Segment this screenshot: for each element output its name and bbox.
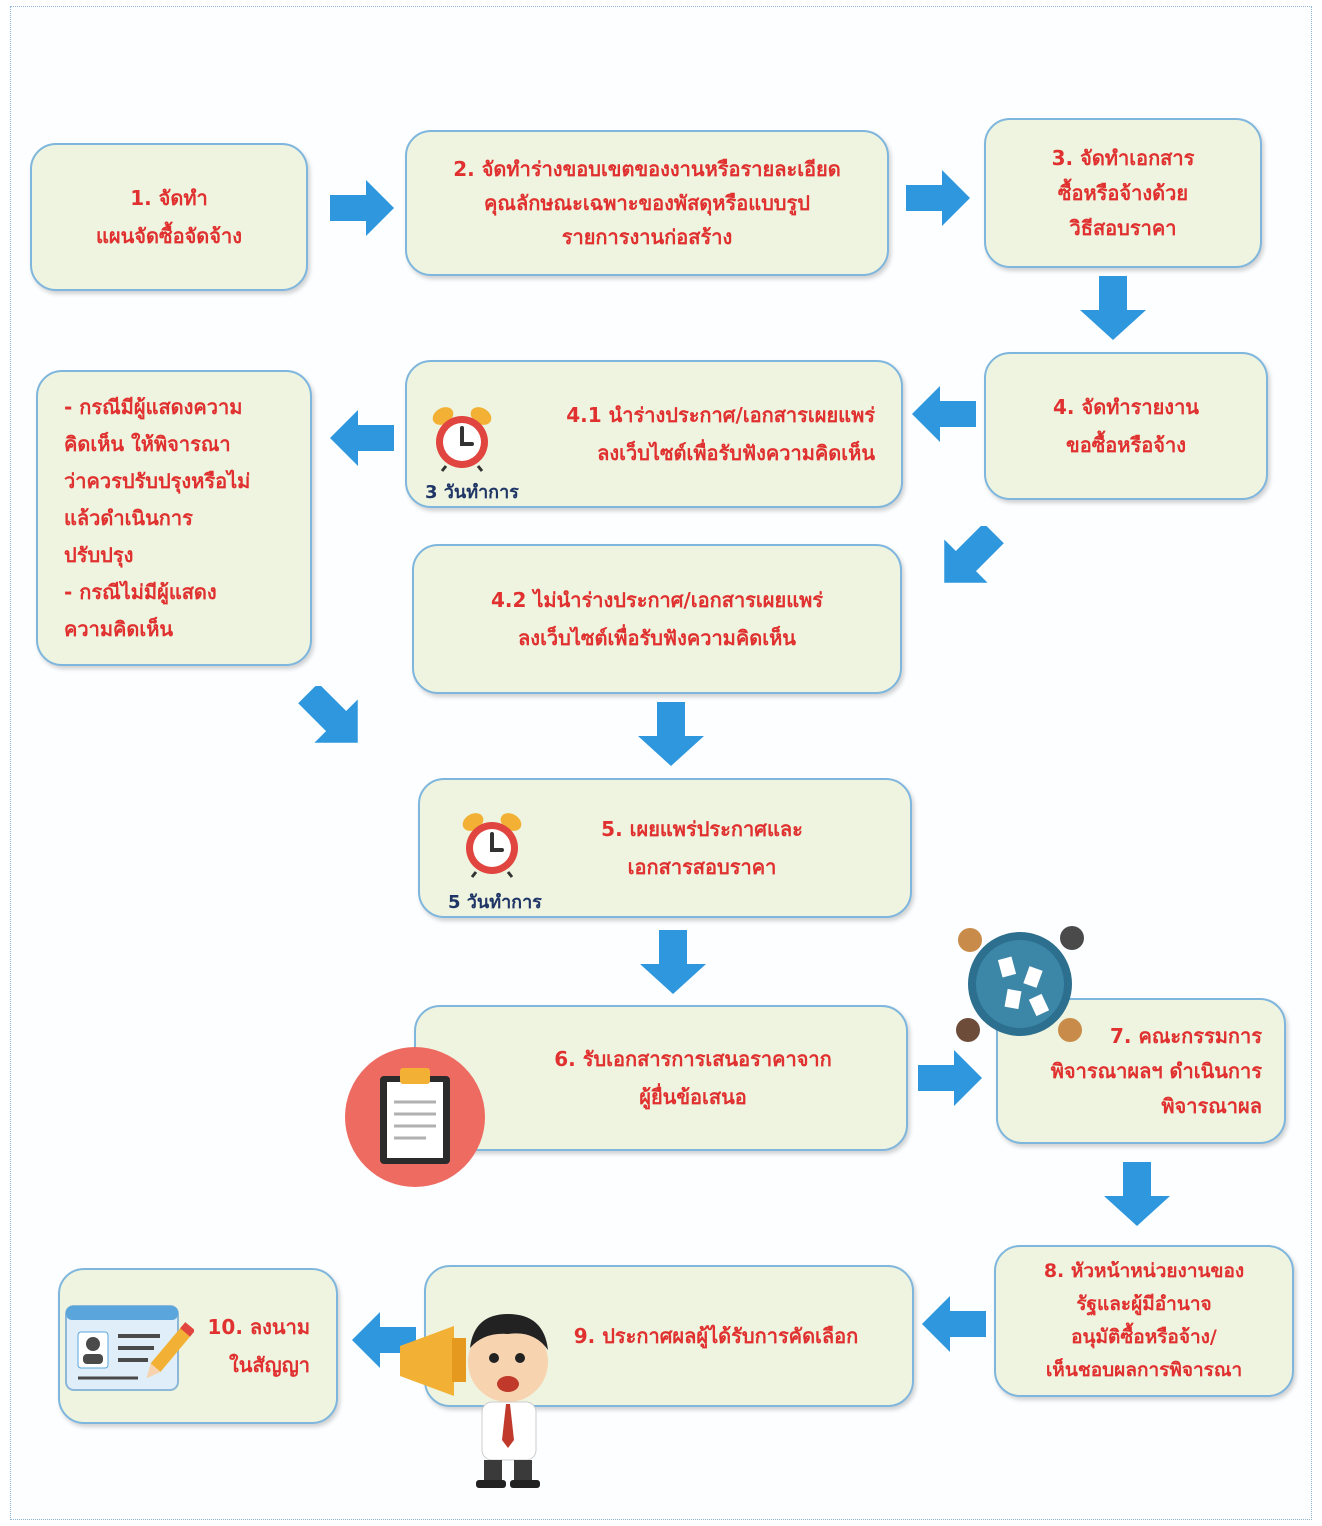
arrow-4-1-to-note (330, 410, 394, 466)
arrow-7-to-8 (1104, 1162, 1170, 1226)
step-3-box: 3. จัดทำเอกสาร ซื้อหรือจ้างด้วย วิธีสอบร… (984, 118, 1262, 268)
step-5-text: 5. เผยแพร่ประกาศและ เอกสารสอบราคา (601, 817, 803, 879)
step-2-text: 2. จัดทำร่างขอบเขตของงานหรือรายละเอียด ค… (453, 157, 841, 249)
alarm-clock-icon (432, 407, 492, 472)
step-4-1-text: 4.1 นำร่างประกาศ/เอกสารเผยแพร่ ลงเว็บไซต… (566, 403, 875, 465)
step-1-text: 1. จัดทำ แผนจัดซื้อจัดจ้าง (96, 186, 242, 248)
side-note-box: - กรณีมีผู้แสดงความ คิดเห็น ให้พิจารณา ว… (36, 370, 312, 666)
alarm-clock-icon (462, 813, 522, 878)
step-4-2-text: 4.2 ไม่นำร่างประกาศ/เอกสารเผยแพร่ ลงเว็บ… (490, 588, 824, 650)
side-note-text: - กรณีมีผู้แสดงความ คิดเห็น ให้พิจารณา ว… (64, 394, 251, 641)
clipboard-icon (345, 1047, 485, 1187)
step-1-box: 1. จัดทำ แผนจัดซื้อจัดจ้าง (30, 143, 308, 291)
step-3-text: 3. จัดทำเอกสาร ซื้อหรือจ้างด้วย วิธีสอบร… (1051, 145, 1195, 240)
arrow-9-to-10 (352, 1312, 416, 1368)
step-9-text: 9. ประกาศผลผู้ได้รับการคัดเลือก (573, 1324, 859, 1348)
arrow-note-to-5 (298, 686, 358, 743)
arrow-4-to-4-2 (944, 526, 1004, 583)
step-6-box: 6. รับเอกสารการเสนอราคาจาก ผู้ยื่นข้อเสน… (414, 1005, 908, 1151)
step-10-text: 10. ลงนาม ในสัญญา (207, 1315, 311, 1377)
contract-card-icon (65, 1305, 194, 1391)
arrow-6-to-7 (918, 1050, 982, 1106)
step-4-2-box: 4.2 ไม่นำร่างประกาศ/เอกสารเผยแพร่ ลงเว็บ… (412, 544, 902, 694)
step-7-text: 7. คณะกรรมการ พิจารณาผลฯ ดำเนินการ พิจาร… (1050, 1023, 1262, 1118)
arrow-5-to-6 (640, 930, 706, 994)
arrow-8-to-9 (922, 1296, 986, 1352)
arrow-3-to-4 (1080, 276, 1146, 340)
arrow-4-to-4-1 (912, 386, 976, 442)
meeting-table-icon (956, 926, 1084, 1042)
step-5-box: 5. เผยแพร่ประกาศและ เอกสารสอบราคา 5 วันท… (418, 778, 912, 918)
step-4-1-box: 4.1 นำร่างประกาศ/เอกสารเผยแพร่ ลงเว็บไซต… (405, 360, 903, 508)
step-4-1-duration: 3 วันทำการ (425, 482, 519, 504)
arrow-1-to-2 (330, 180, 394, 236)
step-2-box: 2. จัดทำร่างขอบเขตของงานหรือรายละเอียด ค… (405, 130, 889, 276)
arrow-2-to-3 (906, 170, 970, 226)
step-6-text: 6. รับเอกสารการเสนอราคาจาก ผู้ยื่นข้อเสน… (554, 1047, 832, 1109)
arrow-4-2-to-5 (638, 702, 704, 766)
step-4-text: 4. จัดทำรายงาน ขอซื้อหรือจ้าง (1053, 395, 1199, 457)
step-5-duration: 5 วันทำการ (448, 892, 542, 914)
megaphone-man-icon (400, 1314, 548, 1488)
step-4-box: 4. จัดทำรายงาน ขอซื้อหรือจ้าง (984, 352, 1268, 500)
step-8-text: 8. หัวหน้าหน่วยงานของ รัฐและผู้มีอำนาจ อ… (1043, 1259, 1245, 1382)
step-8-box: 8. หัวหน้าหน่วยงานของ รัฐและผู้มีอำนาจ อ… (994, 1245, 1294, 1397)
